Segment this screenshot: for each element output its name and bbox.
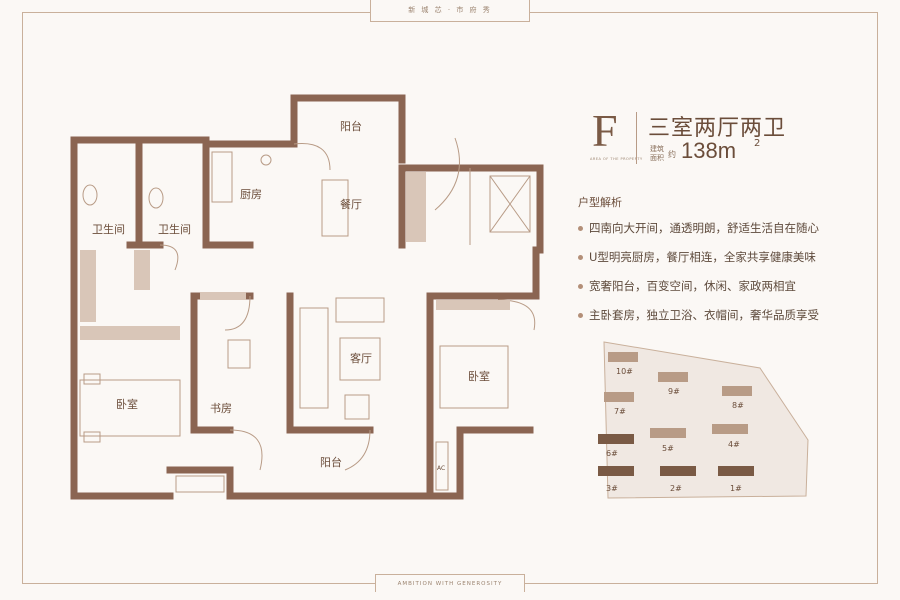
feature-text: 宽奢阳台，百变空间，休闲、家政两相宜 (589, 279, 796, 293)
area-label: 建筑面积 (650, 145, 664, 162)
building-label: 8# (732, 401, 744, 410)
room-label-study: 书房 (210, 402, 232, 415)
room-label-bath-2: 卫生间 (158, 222, 191, 236)
room-label-bath-1: 卫生间 (92, 222, 125, 236)
room-label-bedroom-right: 卧室 (468, 369, 490, 383)
site-buildings (604, 352, 752, 438)
building-label: 10# (616, 367, 633, 376)
ac-label: AC (437, 465, 445, 472)
bullet-icon (578, 225, 583, 231)
bullet-icon (578, 312, 583, 318)
bullet-icon (578, 283, 583, 289)
building-label: 7# (614, 407, 626, 416)
building-label: 6# (606, 449, 618, 458)
feature-text: 四南向大开间，通透明朗，舒适生活自在随心 (589, 221, 819, 235)
room-label-balcony-top: 阳台 (340, 119, 362, 133)
room-label-living: 客厅 (350, 351, 372, 365)
area-value: 138m (681, 138, 737, 163)
feature-text: U型明亮厨房，餐厅相连，全家共享健康美味 (589, 250, 816, 264)
slogan-tab: AMBITION WITH GENEROSITY (375, 574, 525, 592)
building-label: 4# (728, 440, 740, 449)
building-label: 2# (670, 484, 682, 493)
title-divider (636, 112, 637, 164)
unit-english-caption: AREA OF THE PROPERTY (590, 157, 643, 161)
feature-item: U型明亮厨房，餐厅相连，全家共享健康美味 (578, 249, 816, 265)
feature-item: 主卧套房，独立卫浴、衣帽间，奢华品质享受 (578, 307, 819, 323)
room-label-dining: 餐厅 (340, 197, 362, 211)
site-plan-area (603, 341, 809, 499)
feature-item: 四南向大开间，通透明朗，舒适生活自在随心 (578, 220, 819, 236)
building-label: 1# (730, 484, 742, 493)
unit-letter: F (592, 105, 618, 156)
feature-text: 主卧套房，独立卫浴、衣帽间，奢华品质享受 (589, 308, 819, 322)
feature-item: 宽奢阳台，百变空间，休闲、家政两相宜 (578, 278, 796, 294)
bullet-icon (578, 254, 583, 260)
analysis-title: 户型解析 (578, 196, 622, 209)
building-label: 3# (606, 484, 618, 493)
room-label-kitchen: 厨房 (240, 188, 262, 201)
area-approx: 约 (668, 150, 676, 159)
area-superscript: 2 (754, 138, 761, 149)
site-buildings-highlight (598, 434, 754, 476)
room-label-balcony-bottom: 阳台 (320, 455, 342, 469)
unit-type-title: 三室两厅两卫 (648, 116, 787, 141)
project-tab: 新 城 芯 · 市 府 秀 (370, 0, 530, 22)
room-label-bedroom-left: 卧室 (116, 397, 138, 411)
building-label: 5# (662, 444, 674, 453)
building-label: 9# (668, 387, 680, 396)
